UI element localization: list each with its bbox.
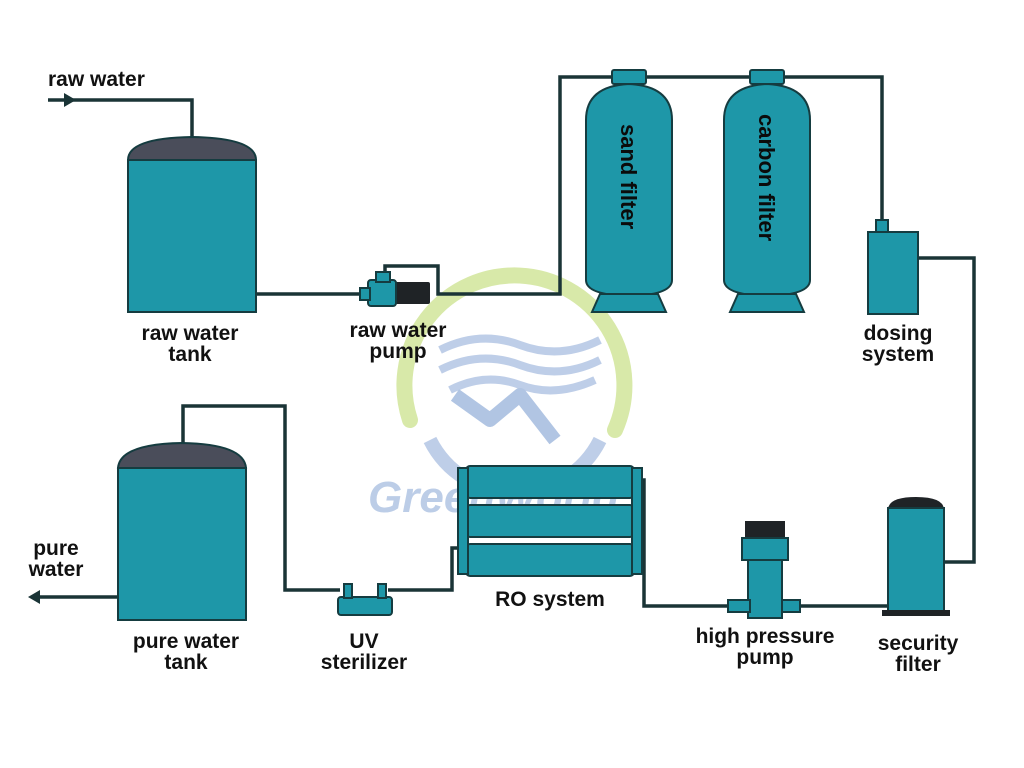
carbon-filter-label: carbon filter [754, 114, 779, 242]
raw-water-pump-label-line2: pump [369, 340, 426, 363]
dosing-system [867, 219, 919, 315]
uv-sterilizer [337, 583, 393, 616]
raw-water-inlet-label: raw water [48, 68, 145, 91]
pure-water-tank-label-line2: tank [164, 651, 208, 674]
sand-filter-label: sand filter [616, 124, 641, 230]
raw-water-tank-label-line1: raw water [142, 322, 239, 345]
pure-water-outlet-label-line1: pure [33, 537, 79, 560]
pure-water-outlet-label-line2: water [28, 558, 84, 581]
uv-sterilizer-label-line2: sterilizer [321, 651, 407, 674]
pipe-network [38, 75, 976, 608]
pure-water-outlet-arrow [28, 590, 40, 604]
dosing-system-label-line2: system [862, 343, 934, 366]
raw-water-inlet-arrow [64, 93, 76, 107]
carbon-filter [723, 69, 811, 313]
security-filter-label-line1: security [878, 632, 959, 655]
high-pressure-pump [727, 521, 801, 619]
raw-water-tank [126, 135, 258, 313]
ro-system [457, 465, 643, 577]
raw-water-tank-label-line2: tank [168, 343, 212, 366]
high-pressure-pump-label-line2: pump [736, 646, 793, 669]
raw-water-pump-label-line1: raw water [350, 319, 447, 342]
security-filter [882, 497, 950, 616]
uv-sterilizer-label-line1: UV [349, 630, 378, 653]
dosing-system-label-line1: dosing [864, 322, 933, 345]
ro-system-label: RO system [495, 588, 605, 611]
pure-water-tank-label-line1: pure water [133, 630, 239, 653]
security-filter-label-line2: filter [895, 653, 941, 676]
pure-water-tank [116, 441, 248, 621]
sand-filter [585, 69, 673, 313]
high-pressure-pump-label-line1: high pressure [696, 625, 835, 648]
raw-water-pump [359, 271, 430, 307]
